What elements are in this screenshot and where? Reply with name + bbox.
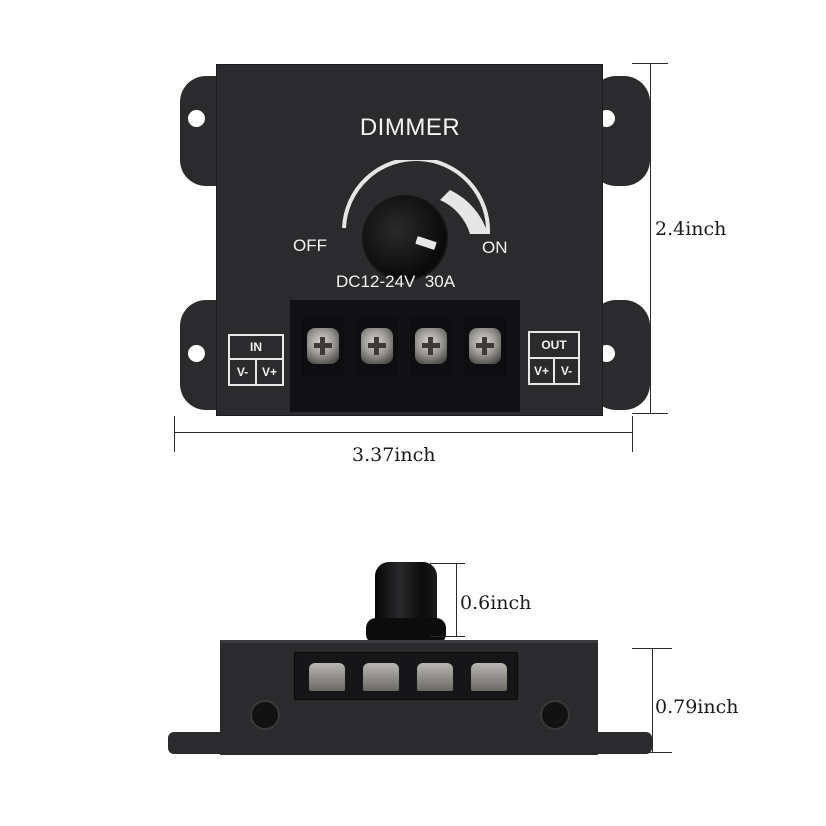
side-terminal-screw[interactable]	[417, 663, 453, 691]
terminal-block	[290, 300, 520, 412]
terminal-screw[interactable]	[469, 328, 501, 364]
side-knob-base	[366, 618, 446, 644]
output-label-box: OUT V+ V-	[528, 331, 580, 385]
off-label: OFF	[293, 236, 327, 255]
terminal-slot	[464, 318, 506, 376]
width-dimension-line	[174, 432, 632, 433]
dimension-tick	[632, 413, 668, 414]
side-flange-right	[590, 732, 652, 754]
side-terminal-screw[interactable]	[309, 663, 345, 691]
dimmer-top-view: DIMMER OFF ON DC12-24V 30A IN V- V+ OUT …	[174, 63, 727, 466]
knob-indicator	[415, 236, 437, 250]
height-dimension-line	[650, 63, 651, 413]
input-header: IN	[230, 336, 282, 360]
input-terminal-label: V-	[230, 360, 257, 384]
depth-dimension-vertical	[652, 648, 653, 752]
dimension-tick	[174, 416, 175, 452]
input-label-box: IN V- V+	[228, 334, 284, 386]
body-depth-label: 0.79inch	[655, 696, 739, 718]
side-terminal-screw[interactable]	[471, 663, 507, 691]
terminal-screw[interactable]	[361, 328, 393, 364]
terminal-slot	[302, 318, 344, 376]
terminal-screw[interactable]	[415, 328, 447, 364]
terminal-slot	[410, 318, 452, 376]
output-terminal-label: V+	[530, 359, 555, 383]
dimension-tick	[632, 752, 672, 753]
brightness-arc	[342, 160, 491, 235]
terminal-slot	[356, 318, 398, 376]
dimmer-side-view: 0.6inch 0.79inch	[0, 540, 826, 826]
side-terminal-block	[294, 652, 518, 700]
knob-height-label: 0.6inch	[460, 592, 532, 614]
input-terminal-label: V+	[261, 365, 277, 379]
mount-hole	[188, 345, 205, 362]
dimension-tick	[632, 648, 672, 649]
output-terminal-label: V-	[560, 364, 573, 378]
width-dimension-label: 3.37inch	[352, 444, 436, 466]
side-flange-left	[168, 732, 228, 754]
dimension-tick	[632, 63, 668, 64]
dimension-tick	[430, 636, 465, 637]
output-header: OUT	[530, 333, 578, 359]
dimension-tick	[430, 563, 465, 564]
terminal-screw[interactable]	[307, 328, 339, 364]
dimmer-knob[interactable]	[362, 195, 448, 281]
device-title: DIMMER	[359, 114, 461, 141]
on-label: ON	[482, 238, 508, 257]
side-screw-right	[540, 700, 570, 730]
height-dimension-label: 2.4inch	[655, 218, 727, 240]
dimension-tick	[632, 416, 633, 452]
side-screw-left	[250, 700, 280, 730]
knob-dimension-vertical	[456, 563, 457, 636]
side-terminal-screw[interactable]	[363, 663, 399, 691]
rating-label: DC12-24V 30A	[336, 272, 456, 291]
mount-hole	[188, 110, 205, 127]
